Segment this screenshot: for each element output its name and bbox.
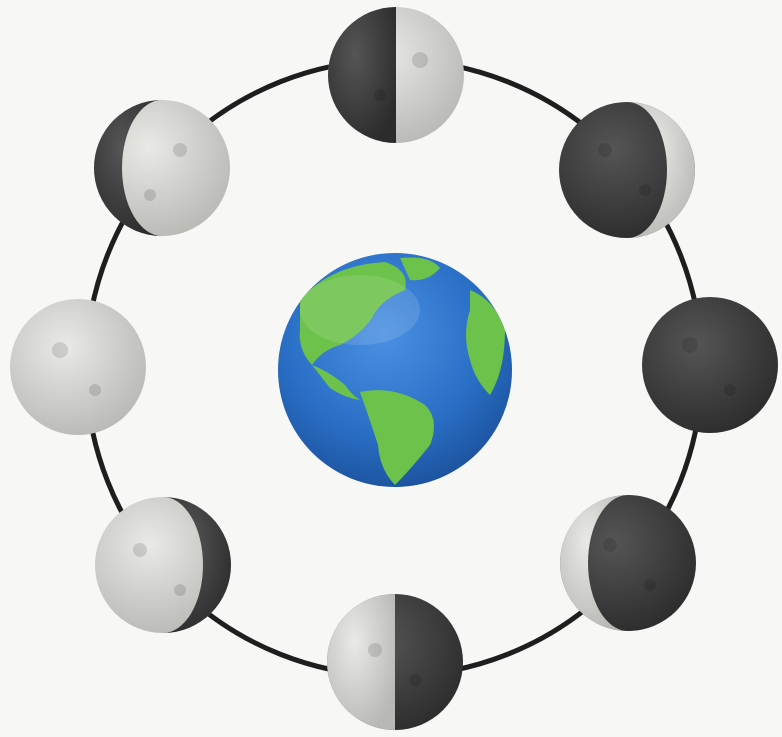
moon-bottom-right [560,495,696,631]
moon-bottom-left [95,497,231,633]
moon-right [642,297,778,433]
moon-top [328,7,464,143]
moon-left [10,299,146,435]
moon-top-right [559,102,695,238]
moon-top-left [94,100,230,236]
moon-bottom [327,594,463,730]
earth-globe [278,253,512,487]
